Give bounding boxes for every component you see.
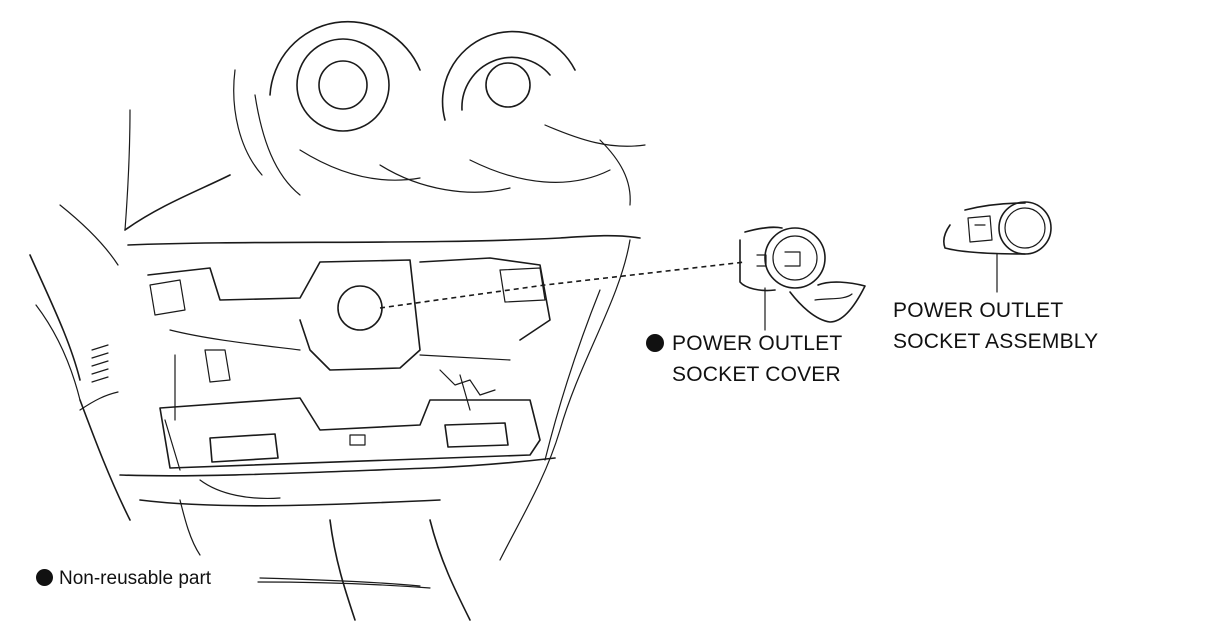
lower-center-panel [147,257,551,421]
console-box [159,369,541,556]
socket-cover-label: POWER OUTLET SOCKET COVER [646,328,842,390]
socket-cover-label-line2: SOCKET COVER [672,363,841,386]
legend: Non-reusable part [36,567,211,591]
installation-guide-line [379,261,746,309]
power-outlet-socket-cover [739,226,866,331]
instrument-panel-body [29,109,641,621]
left-vent [79,344,119,411]
socket-cover-label-line1: POWER OUTLET [672,332,843,355]
legend-leader-line [257,581,431,589]
legend-text: Non-reusable part [59,568,212,589]
socket-assembly-label-line1: POWER OUTLET [893,299,1064,322]
filled-circle-icon [646,334,664,352]
filled-circle-icon [36,569,53,586]
gauge-cluster [233,20,646,206]
power-outlet-socket-assembly [943,201,1052,293]
socket-assembly-label-line2: SOCKET ASSEMBLY [893,330,1099,353]
socket-assembly-label: POWER OUTLET SOCKET ASSEMBLY [893,295,1098,357]
